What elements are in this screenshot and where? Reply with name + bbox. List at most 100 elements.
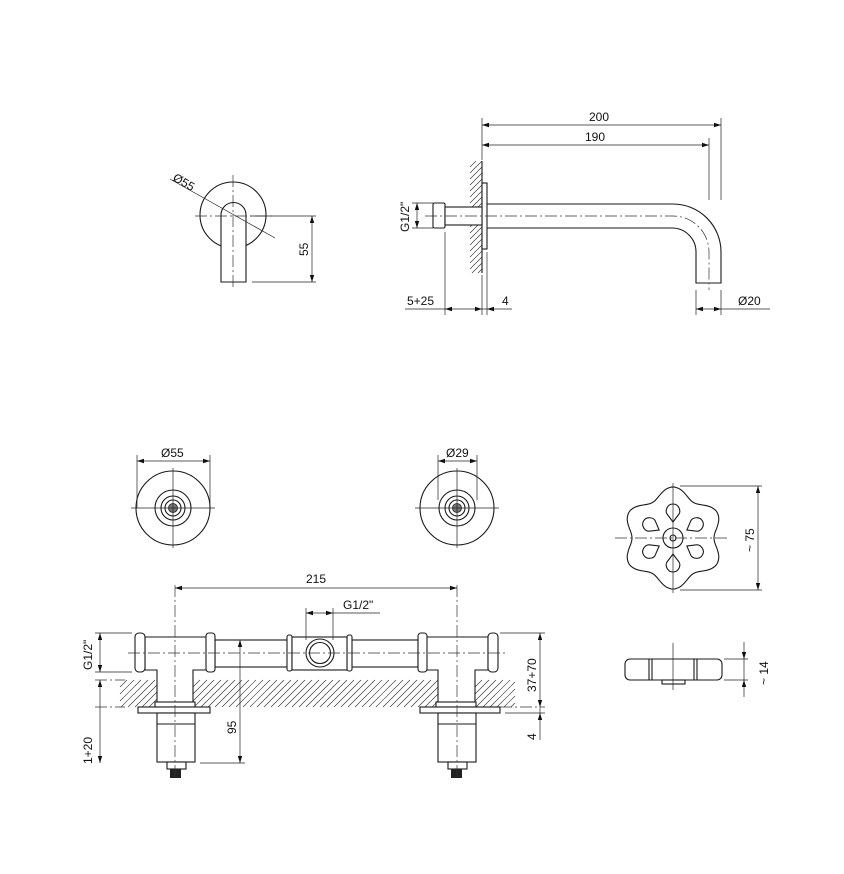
hatch-line (319, 679, 348, 708)
hatch-line (368, 679, 397, 708)
hatch-line (469, 160, 477, 168)
valve-body-view: 215 G1/2" G1/2" 1+20 95 37+70 4 (81, 572, 545, 780)
hatch-line (474, 679, 483, 688)
hatch-line (347, 679, 376, 708)
hatch-line (382, 679, 411, 708)
hatch-line (403, 679, 432, 708)
arrow-head (237, 756, 243, 763)
hatch-line (475, 679, 504, 708)
arrow-head (702, 142, 709, 148)
hatch-line (270, 679, 299, 708)
hatch-line (298, 679, 327, 708)
arrow-head (537, 633, 543, 640)
hatch-line (469, 238, 483, 252)
arrow-head (237, 640, 243, 647)
body-side-thread-label: G1/2" (81, 640, 95, 670)
hatch-line (469, 160, 483, 174)
hatch-line (333, 679, 362, 708)
hatch-line (410, 679, 439, 708)
arrow-head (175, 585, 182, 591)
hatch-line (249, 679, 278, 708)
hatch-line (474, 679, 490, 695)
hatch-line (510, 702, 516, 708)
knob-diameter-label: ~ 75 (743, 528, 757, 552)
hatch-line (242, 679, 271, 708)
hatch-line (471, 262, 483, 274)
hatch-line (503, 695, 516, 708)
hatch-line (192, 679, 201, 688)
hatch-line (340, 679, 369, 708)
arrow-head (97, 756, 103, 763)
spout-length-200-label: 200 (589, 110, 609, 124)
hatch-line (477, 268, 483, 274)
knob-top-view: ~ 75 (615, 483, 762, 593)
arrow-head (475, 306, 482, 312)
hatch-line (469, 184, 483, 198)
hatch-line (192, 679, 208, 695)
hatch-line (228, 679, 257, 708)
knob-hole (642, 544, 660, 559)
spout-side-view: 200 190 G1/2" 5+25 4 Ø20 (398, 110, 770, 315)
knob-hole (686, 517, 704, 532)
arrow-head (137, 458, 144, 464)
hatch-line (469, 178, 483, 192)
hatch-line (375, 679, 404, 708)
spout-flange-label: 4 (502, 294, 509, 308)
hatch-line (469, 190, 483, 204)
hatch-line (469, 244, 483, 258)
hatch-line (469, 166, 483, 180)
hatch-line (361, 679, 390, 708)
lever-diameter-label: Ø55 (171, 170, 198, 194)
arrow-head (696, 306, 703, 312)
hatch-line (284, 679, 313, 708)
spout-thread-label: G1/2" (398, 202, 412, 232)
hatch-line (291, 679, 320, 708)
arrow-head (537, 713, 543, 720)
arrow-head (755, 583, 761, 590)
arrow-head (438, 458, 445, 464)
hatch-line (134, 684, 158, 708)
arrow-head (203, 458, 210, 464)
hatch-line (305, 679, 334, 708)
hatch-line (120, 679, 149, 708)
arrow-head (450, 585, 457, 591)
hatch-line (148, 698, 158, 708)
arrow-head (309, 216, 315, 223)
hatch-line (469, 226, 483, 240)
hatch-line (127, 679, 156, 708)
rosette-left-view: Ø55 (131, 446, 215, 548)
arrow-head (414, 203, 420, 210)
hatch-line (424, 693, 439, 708)
hatch-line (193, 679, 222, 708)
hatch-line (417, 686, 439, 708)
hatch-line (496, 688, 516, 708)
rosette-right-view: Ø29 (415, 446, 499, 548)
knob-side-view: ~ 14 (624, 642, 771, 697)
body-spacing-label: 215 (306, 572, 326, 586)
arrow-head (445, 306, 452, 312)
knob-hole (686, 544, 704, 559)
arrow-head (714, 306, 721, 312)
rosette-left-diameter-label: Ø55 (161, 446, 184, 460)
arrow-head (741, 652, 747, 659)
hatch-line (214, 679, 243, 708)
hatch-line (489, 681, 516, 708)
rosette-right-diameter-label: Ø29 (446, 446, 469, 460)
arrow-head (309, 275, 315, 282)
hatch-line (389, 679, 418, 708)
arrow-head (487, 306, 494, 312)
arrow-head (482, 122, 489, 128)
hatch-line (221, 679, 250, 708)
spout-length-190-label: 190 (585, 130, 605, 144)
arrow-head (97, 665, 103, 672)
hatch-line (119, 679, 142, 702)
hatch-line (469, 172, 483, 186)
hatch-line (119, 679, 135, 695)
body-center-thread-label: G1/2" (343, 598, 373, 612)
hatch-line (482, 679, 511, 708)
hatch-line (469, 232, 483, 246)
lever-height-label: 55 (297, 242, 311, 256)
lever-front-view: Ø55 55 (169, 170, 316, 288)
hatch-line (263, 679, 292, 708)
